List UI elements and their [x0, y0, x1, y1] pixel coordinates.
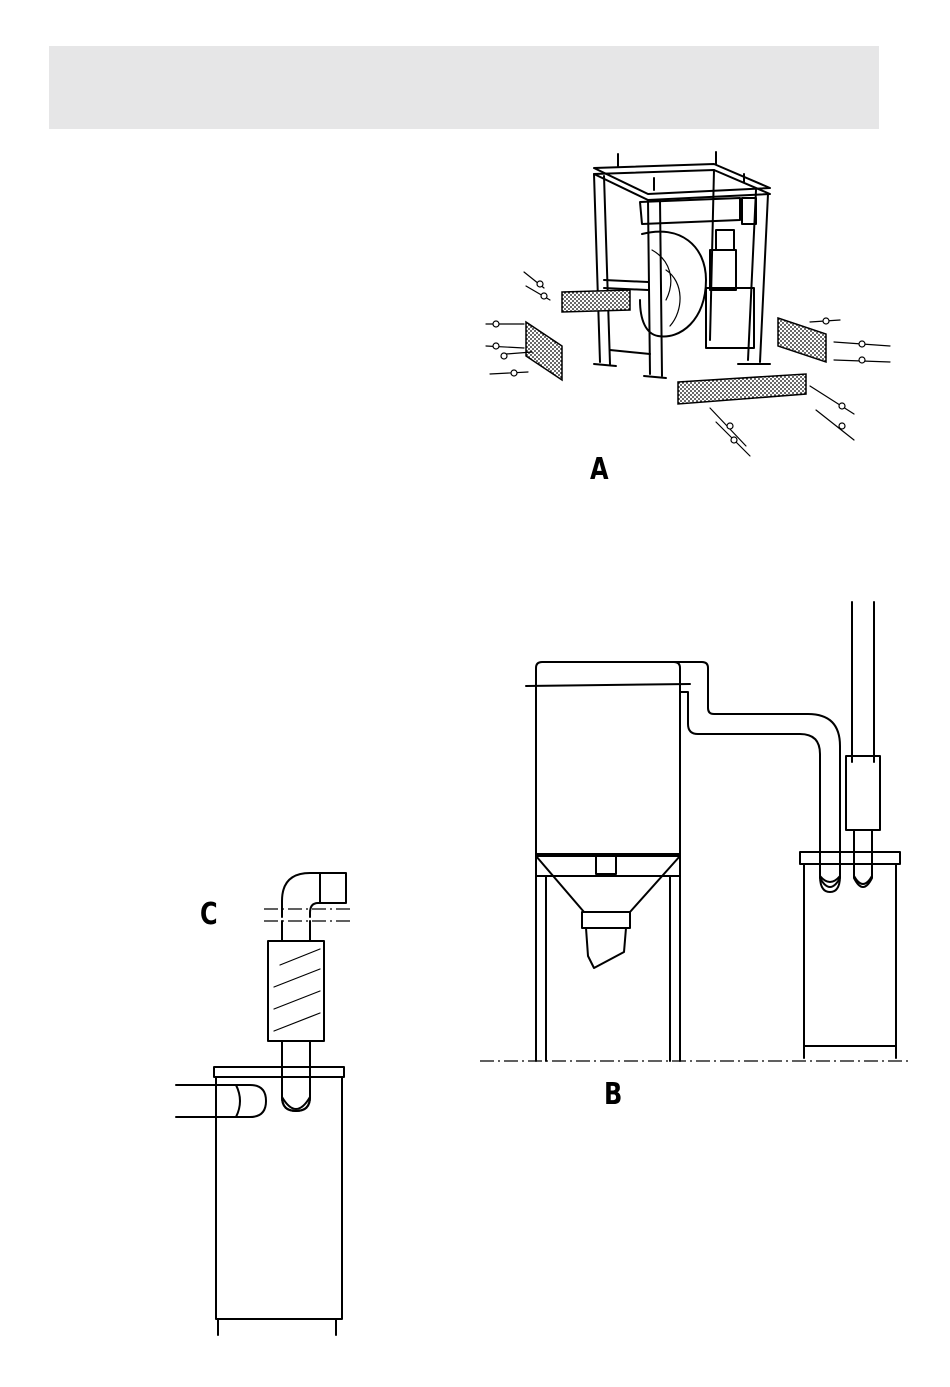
header-band — [49, 46, 879, 129]
frame-with-side-panels-illustration — [470, 150, 900, 460]
figure-c-label: C — [200, 900, 218, 930]
figure-a-label: A — [590, 455, 609, 485]
figure-a — [470, 150, 900, 460]
figure-c — [170, 865, 370, 1345]
figure-b-label: B — [604, 1080, 622, 1110]
silo-and-duct-connection-illustration — [470, 596, 920, 1076]
figure-b — [470, 596, 920, 1076]
vertical-duct-connection-illustration — [170, 865, 370, 1345]
